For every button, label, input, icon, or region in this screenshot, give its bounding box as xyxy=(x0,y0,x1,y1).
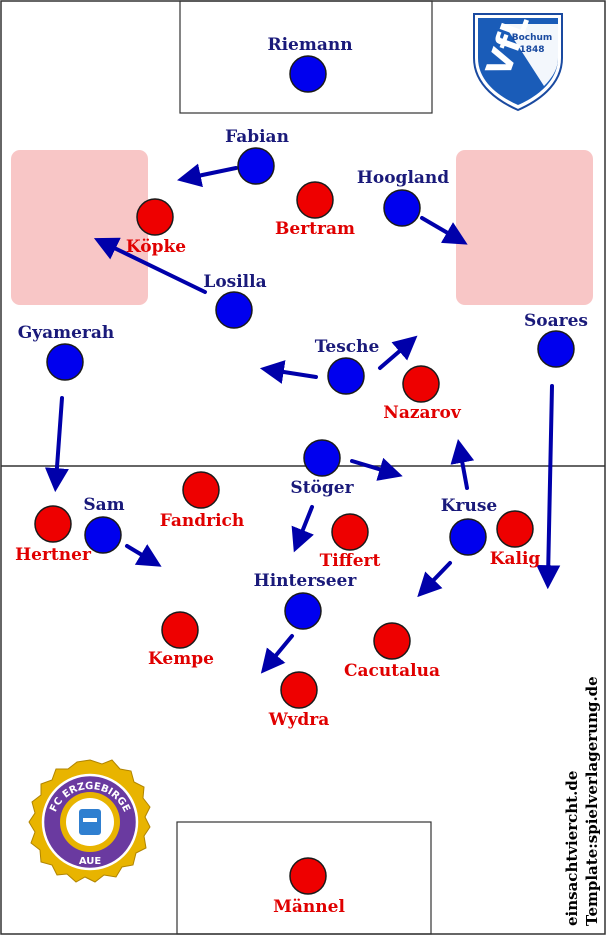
player-marker-gyamerah xyxy=(46,343,84,381)
left-space-zone xyxy=(11,150,148,305)
player-label-cacutalua: Cacutalua xyxy=(344,661,440,681)
arrow-stoger-down xyxy=(291,505,314,553)
credit-line-2: Template:spielverlagerung.de xyxy=(583,676,601,926)
player-label-wydra: Wydra xyxy=(268,710,329,730)
player-marker-stoger xyxy=(303,439,341,477)
arrow-stoger-right xyxy=(350,457,403,481)
player-label-sam: Sam xyxy=(83,495,124,515)
player-marker-losilla xyxy=(215,291,253,329)
player-marker-kruse xyxy=(449,518,487,556)
player-label-stoger: Stöger xyxy=(290,478,354,498)
player-label-soares: Soares xyxy=(524,311,588,331)
player-marker-kempe xyxy=(161,611,199,649)
player-label-hoogland: Hoogland xyxy=(357,168,449,188)
player-label-kempe: Kempe xyxy=(148,649,214,669)
player-marker-hoogland xyxy=(383,189,421,227)
arrow-tesche-right xyxy=(378,335,418,370)
arrow-fabian xyxy=(177,163,238,188)
arrow-soares xyxy=(536,384,561,590)
team-blue-labels: Riemann Fabian Hoogland Losilla Gyamerah… xyxy=(18,35,588,591)
arrow-sam xyxy=(125,544,162,567)
player-label-tiffert: Tiffert xyxy=(320,551,381,571)
player-marker-wydra xyxy=(280,671,318,709)
arrow-hinterseer xyxy=(260,634,294,674)
player-marker-mannel xyxy=(289,857,327,895)
arrow-losilla xyxy=(93,237,207,294)
right-space-zone xyxy=(456,150,593,305)
team-blue-players xyxy=(46,55,575,630)
player-label-fandrich: Fandrich xyxy=(160,511,245,531)
aue-logo-bottom-text: AUE xyxy=(79,856,102,867)
bochum-logo-year: 1848 xyxy=(519,45,544,55)
player-label-mannel: Männel xyxy=(273,897,345,917)
player-label-tesche: Tesche xyxy=(315,337,380,357)
bochum-logo-name: Bochum xyxy=(512,33,553,43)
bochum-logo: VfL Bochum 1848 xyxy=(473,9,563,112)
team-red-players xyxy=(34,181,534,895)
player-marker-tiffert xyxy=(331,513,369,551)
player-marker-kalig xyxy=(496,510,534,548)
bottom-penalty-box xyxy=(176,821,432,935)
player-marker-riemann xyxy=(289,55,327,93)
player-label-kopke: Köpke xyxy=(126,237,186,257)
player-label-hertner: Hertner xyxy=(15,545,92,565)
player-marker-fabian xyxy=(237,147,275,185)
player-marker-hinterseer xyxy=(284,592,322,630)
player-label-kruse: Kruse xyxy=(441,496,498,516)
player-label-nazarov: Nazarov xyxy=(383,403,462,423)
player-label-riemann: Riemann xyxy=(267,35,352,55)
team-red-labels: Köpke Bertram Nazarov Fandrich Hertner T… xyxy=(15,219,540,917)
player-label-hinterseer: Hinterseer xyxy=(254,571,358,591)
player-label-fabian: Fabian xyxy=(225,127,289,147)
player-marker-hertner xyxy=(34,505,72,543)
player-marker-kopke xyxy=(136,198,174,236)
arrow-tesche-left xyxy=(259,360,318,384)
player-marker-bertram xyxy=(296,181,334,219)
player-marker-fandrich xyxy=(182,471,220,509)
player-label-gyamerah: Gyamerah xyxy=(18,323,115,343)
top-penalty-box xyxy=(179,0,433,114)
movement-arrows xyxy=(44,163,561,674)
player-label-kalig: Kalig xyxy=(490,549,541,569)
player-marker-tesche xyxy=(327,357,365,395)
arrow-kruse-down xyxy=(417,561,452,598)
player-marker-soares xyxy=(537,330,575,368)
player-marker-nazarov xyxy=(402,365,440,403)
player-marker-cacutalua xyxy=(373,622,411,660)
arrow-gyamerah xyxy=(44,396,69,493)
player-label-bertram: Bertram xyxy=(275,219,355,239)
credit-line-1: einsachtviercht.de xyxy=(563,771,581,926)
aue-logo: FC ERZGEBIRGE AUE xyxy=(28,759,151,883)
arrow-kruse-up xyxy=(450,438,475,490)
player-marker-sam xyxy=(84,516,122,554)
player-label-losilla: Losilla xyxy=(203,272,266,292)
credits: einsachtviercht.de Template:spielverlage… xyxy=(563,676,601,926)
arrow-hoogland xyxy=(420,216,468,245)
